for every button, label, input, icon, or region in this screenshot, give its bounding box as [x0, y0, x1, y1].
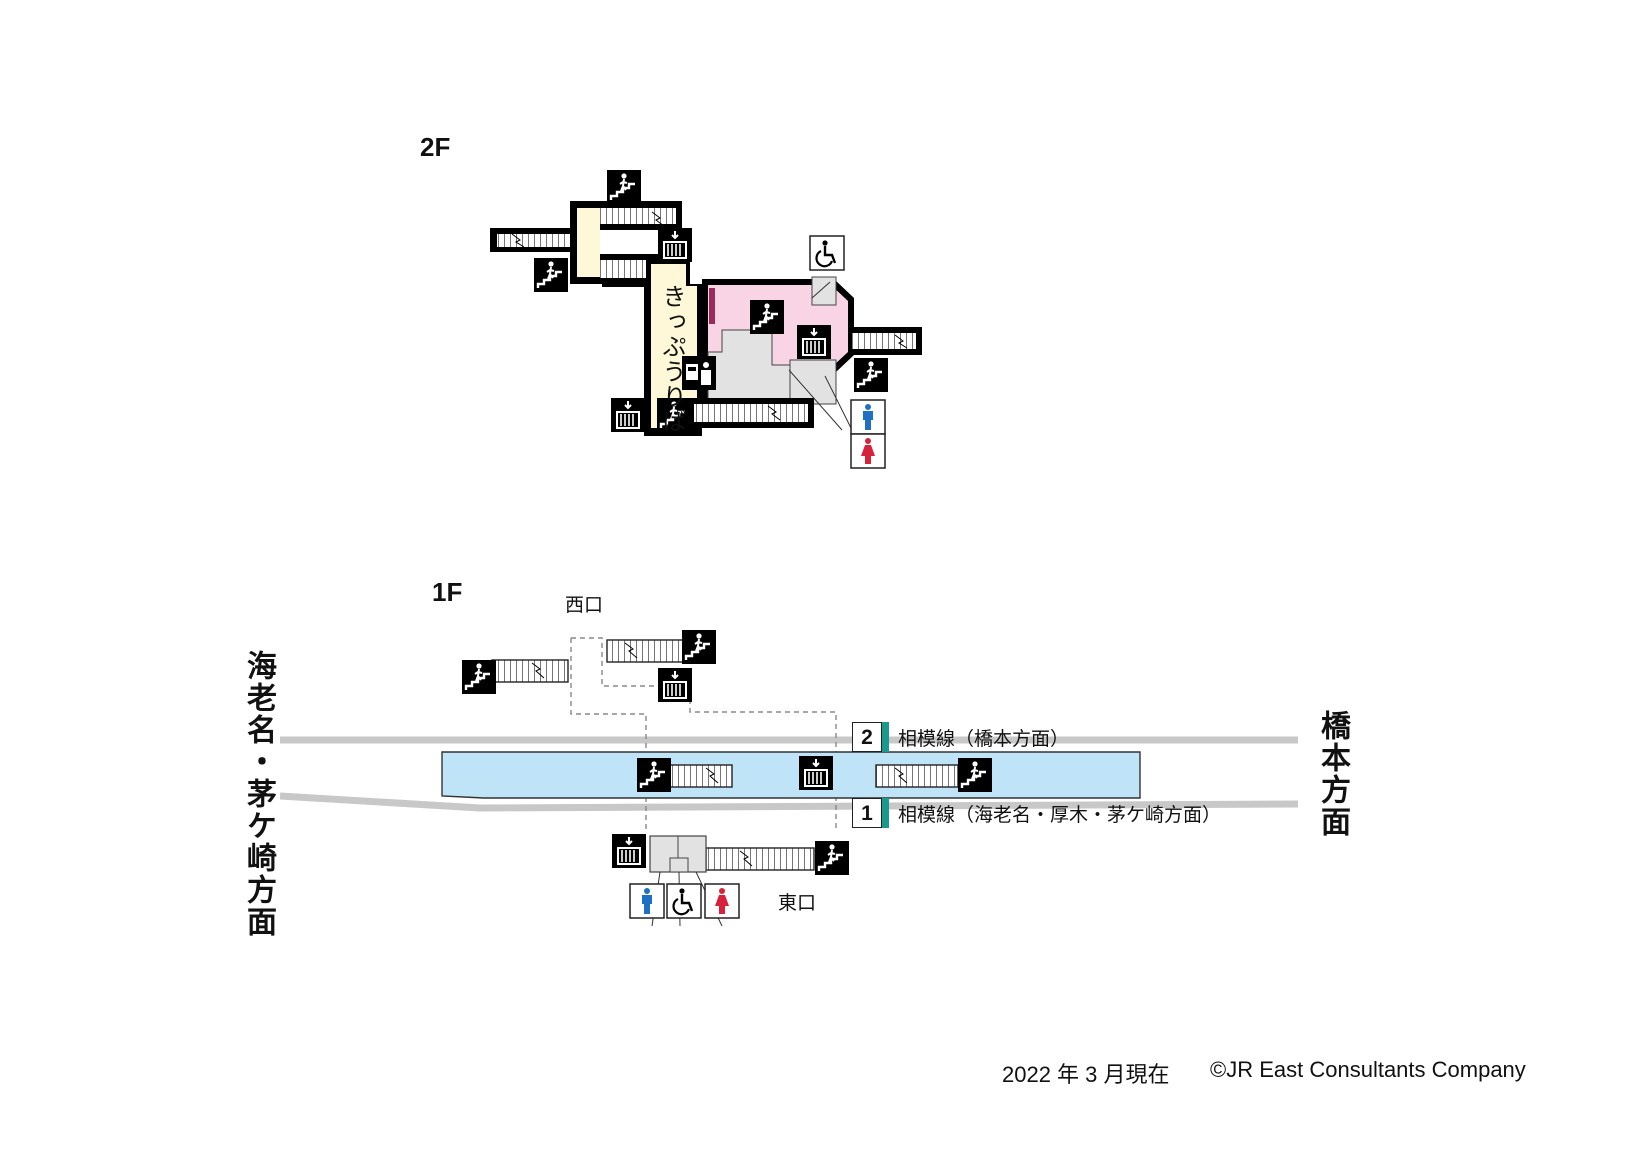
track-number-2: 2	[852, 722, 882, 752]
gate-area-2f	[702, 276, 854, 420]
direction-right: 橋本方面	[1315, 710, 1350, 838]
ticket-area-label: きっぷうりば	[658, 284, 686, 434]
direction-left: 海老名・茅ケ崎方面	[241, 650, 276, 938]
east-stair-2f	[848, 327, 922, 355]
elevator-icon	[798, 755, 834, 791]
women-toilet-icon	[704, 883, 740, 919]
wheelchair-icon	[665, 882, 703, 920]
floor-label-2f: 2F	[420, 132, 451, 162]
stairs-icon	[605, 168, 643, 206]
men-toilet-icon	[629, 883, 665, 919]
rail-track-1	[279, 792, 1299, 812]
leader-lines	[788, 281, 853, 431]
elevator-icon	[611, 833, 647, 869]
men-toilet-icon	[850, 399, 886, 435]
track-bar-2	[882, 722, 889, 752]
floor-label-1f: 1F	[432, 577, 463, 607]
east-exit-label: 東口	[778, 892, 817, 914]
footer-copyright: ©JR East Consultants Company	[1210, 1057, 1526, 1082]
platform	[441, 751, 1141, 799]
floor-1f	[279, 628, 1299, 927]
underpass-outline	[570, 637, 837, 830]
wheelchair-icon	[808, 234, 846, 272]
track-number-1: 1	[852, 798, 882, 828]
footer-date: 2022 年 3 月現在	[1002, 1062, 1170, 1087]
elevator-icon	[796, 324, 832, 360]
south-stair-2f	[688, 398, 814, 428]
stairs-icon	[460, 658, 498, 696]
west-stair-1f-b	[606, 639, 684, 663]
track-label-2: 相模線（橋本方面）	[898, 728, 1070, 750]
stairs-icon	[813, 839, 851, 877]
west-stair-1f-a	[491, 659, 569, 683]
track-label-1: 相模線（海老名・厚木・茅ケ崎方面）	[898, 804, 1222, 826]
east-stair-1f	[705, 847, 815, 871]
elevator-icon	[657, 227, 693, 263]
track-bar-1	[882, 798, 889, 828]
stairs-icon	[635, 756, 673, 794]
stairs-icon	[680, 628, 718, 666]
stairs-icon	[956, 756, 994, 794]
women-toilet-icon	[850, 433, 886, 469]
elevator-icon	[610, 397, 646, 433]
platform-stair-east	[875, 764, 959, 788]
west-stair-left	[490, 228, 572, 252]
floor-2f	[490, 168, 922, 469]
west-exit-label: 西口	[565, 594, 604, 616]
platform-stair-west	[667, 764, 733, 788]
elevator-icon	[657, 667, 693, 703]
toilet-block-1f	[649, 835, 723, 927]
stairs-icon	[852, 356, 890, 394]
stairs-icon	[532, 256, 570, 294]
stairs-icon	[748, 298, 786, 336]
